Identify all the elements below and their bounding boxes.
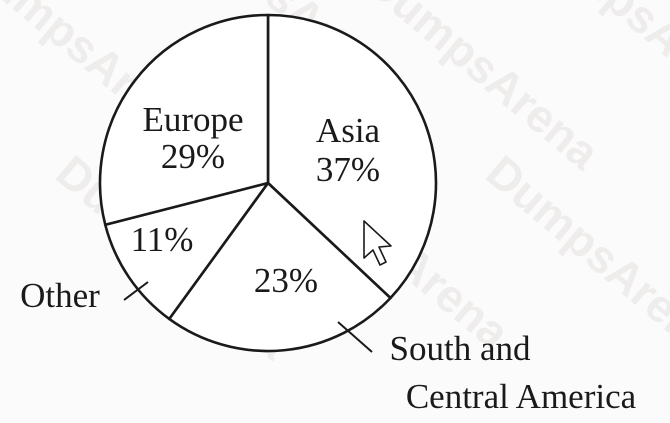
slice-value-label: 29% — [161, 137, 225, 176]
pie-slice-asia — [266, 13, 438, 300]
pie-slice-other — [103, 181, 270, 321]
callout-leader-line — [337, 321, 373, 353]
slice-category-label: Other — [20, 276, 100, 315]
slice-category-label: Europe — [142, 100, 243, 139]
slice-category-label: South and — [390, 329, 531, 368]
slice-value-label: 23% — [254, 261, 318, 300]
slice-category-label: Central America — [406, 377, 637, 416]
slice-category-label: Asia — [316, 111, 381, 150]
pie-slices — [98, 13, 438, 353]
pie-slice-south-and-central-america — [167, 181, 392, 353]
slice-value-labels: 37% 23% 11% 29% — [131, 137, 381, 300]
slice-value-label: 37% — [316, 150, 380, 189]
callout-leader-line — [123, 281, 149, 301]
mouse-cursor-icon — [363, 220, 392, 266]
slice-value-label: 11% — [131, 220, 194, 259]
pie-slice-europe — [98, 13, 270, 227]
